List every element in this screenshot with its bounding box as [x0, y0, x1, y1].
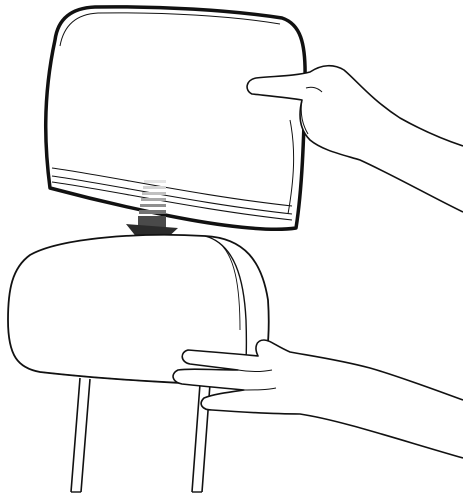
arrow-stripe-6 [139, 210, 166, 214]
upper-hand-outline [247, 66, 463, 212]
lower-hand [173, 340, 463, 458]
headrest-stay-left [71, 378, 90, 492]
arrow-stripe-2 [143, 186, 166, 189]
lower-hand-outline [173, 340, 463, 458]
arrow-stripe-4 [141, 198, 166, 201]
headrest-cover-fold [288, 120, 294, 214]
headrest-cover-inner-edge [60, 13, 280, 46]
upper-hand [247, 66, 463, 212]
arrow-stripe-3 [142, 192, 166, 195]
headrest-cover-hem-line-2 [52, 176, 292, 214]
headrest-cover-hem-line-1 [52, 168, 292, 206]
headrest-cover-outline [46, 7, 305, 229]
arrow-stripe-1 [144, 180, 166, 183]
headrest-cover [46, 7, 305, 229]
arrow-stripe-5 [140, 204, 166, 207]
